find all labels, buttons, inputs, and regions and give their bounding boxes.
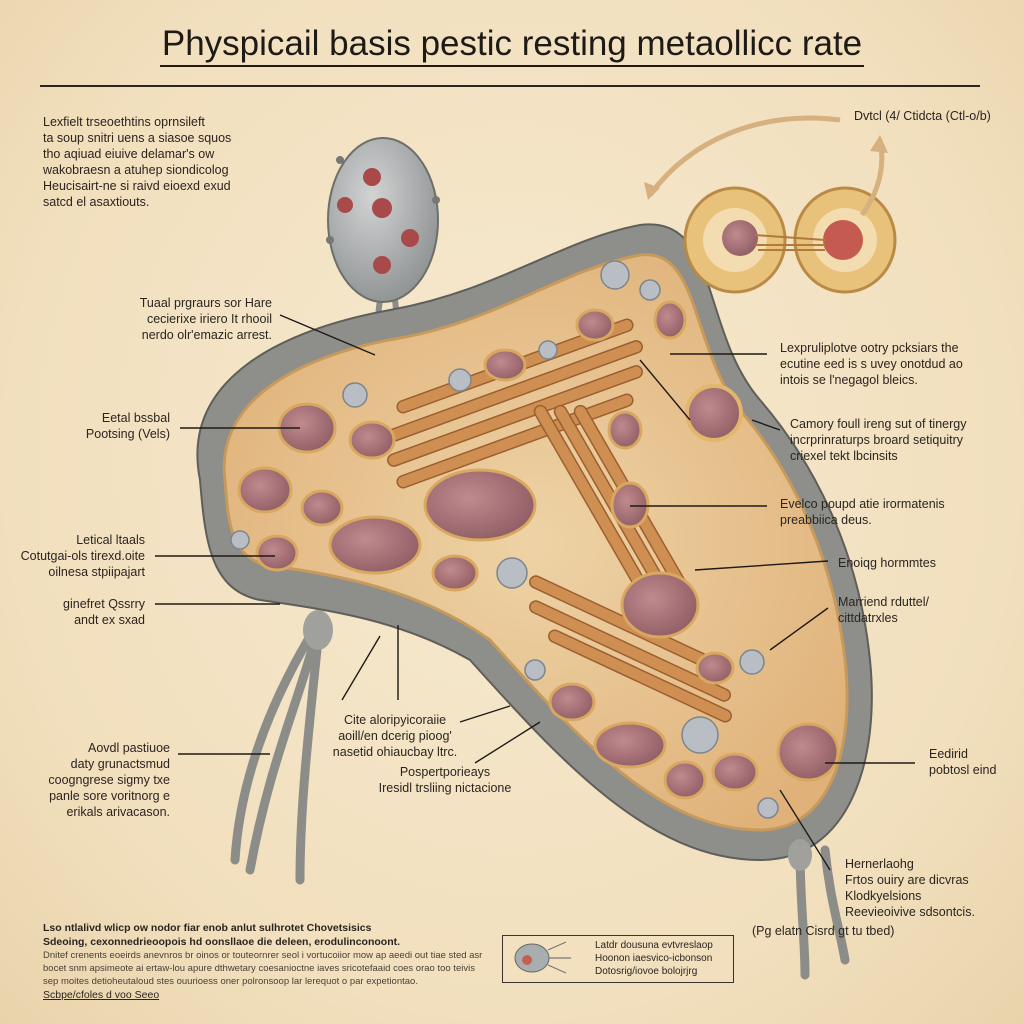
title-text: Physpicail basis pestic resting metaolli… <box>159 24 865 67</box>
intro-text: Lexfielt trseoethtins oprnsileft ta soup… <box>43 115 232 209</box>
label-right-5: Marriend rduttel/ cittdatrxles <box>838 595 930 625</box>
legend-box: Latdr dousuna evtvreslaop Hoonon iaesvic… <box>502 935 734 983</box>
label-center-1: Cite aloripyicoraiie aoill/en dcerig pio… <box>332 713 458 759</box>
footer-heading-2: Sdeoing, cexonnedrieoopois hd oonsllaoe … <box>43 936 401 948</box>
label-right-2: Camory foull ireng sut of tinergy incrpr… <box>790 417 967 463</box>
legend-text: Latdr dousuna evtvreslaop Hoonon iaesvic… <box>595 940 713 977</box>
leader-lines <box>155 314 915 871</box>
footer-link[interactable]: Scbpe/cfoles d voo Seeo <box>43 989 160 1001</box>
footer-heading-1: Lso ntlalivd wlicp ow nodor fiar enob an… <box>43 922 372 934</box>
dividing-cell <box>644 115 897 442</box>
label-left-4: Aovdl pastiuoe daty grunactsmud coogngre… <box>48 741 170 819</box>
label-top-right: Dvtcl (4/ Ctidcta (Ctl-o/b) <box>854 109 991 123</box>
label-right-3: Evelco poupd atie irormatenis preabbiica… <box>780 497 945 527</box>
footer-body: Dnitef crenents eoeirds anevnros br oino… <box>43 950 483 987</box>
muscle-cell <box>196 223 873 871</box>
label-top-left: Tuaal prgraurs sor Hare cecierixe iriero… <box>139 296 272 342</box>
vesicles <box>230 260 779 819</box>
page-title: Physpicail basis pestic resting metaolli… <box>0 24 1024 67</box>
label-right-4: Enoiqg hormmtes <box>838 556 936 570</box>
label-left-2: Letical ltaals Cotutgai-ols tirexd.oite … <box>20 533 145 579</box>
nuclei <box>237 300 840 800</box>
legend-cell-icon <box>514 941 571 974</box>
label-center-2: Pospertporieays Iresidl trsliing nictaci… <box>378 765 512 795</box>
bottom-caption: (Pg elatn Cisrd gt tu tbed) <box>752 924 895 938</box>
label-right-1: Lexpruliplotve ootry pcksiars the ecutin… <box>780 341 963 387</box>
title-divider <box>40 85 980 87</box>
label-right-7: Hernerlaohg Frtos ouiry are dicvras Klod… <box>845 857 975 919</box>
label-left-3: ginefret Qssrry andt ex sxad <box>63 597 145 627</box>
label-left-1: Eetal bssbal Pootsing (Vels) <box>85 411 170 441</box>
footer-notes: Lso ntlalivd wlicp ow nodor fiar enob an… <box>43 921 498 1002</box>
label-right-6: Eedirid pobtosl eind <box>929 747 997 777</box>
